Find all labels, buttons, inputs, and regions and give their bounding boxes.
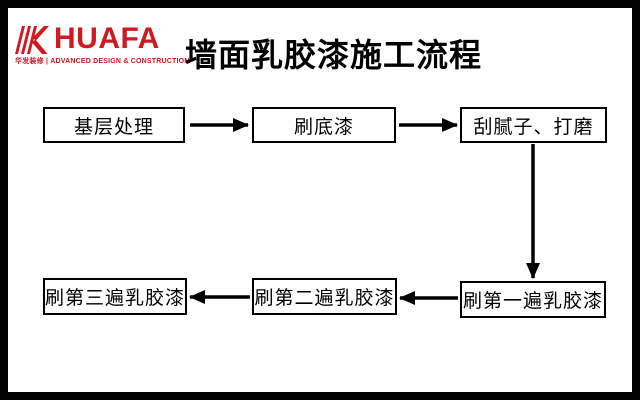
huafa-logo: HUAFA 华发装修 | ADVANCED DESIGN & CONSTRUCT… xyxy=(15,14,190,69)
flow-node-label: 基层处理 xyxy=(73,116,154,138)
brand-tagline: 华发装修 | ADVANCED DESIGN & CONSTRUCTION xyxy=(15,58,190,65)
flow-node-third-coat: 刷第三遍乳胶漆 xyxy=(43,278,187,315)
huafa-k-icon xyxy=(15,26,49,54)
flow-node-label: 刷底漆 xyxy=(293,116,354,138)
flow-node-label: 刷第三遍乳胶漆 xyxy=(45,288,186,309)
flow-node-putty-sanding: 刮腻子、打磨 xyxy=(460,107,607,143)
flow-node-label: 刷第二遍乳胶漆 xyxy=(254,288,395,309)
flow-node-second-coat: 刷第二遍乳胶漆 xyxy=(252,278,397,315)
flow-node-label: 刮腻子、打磨 xyxy=(473,116,594,138)
brand-name: HUAFA xyxy=(54,22,160,55)
flow-node-label: 刷第一遍乳胶漆 xyxy=(462,291,603,312)
flow-node-base-treatment: 基层处理 xyxy=(43,107,185,143)
flow-node-first-coat: 刷第一遍乳胶漆 xyxy=(460,281,606,318)
flow-node-primer: 刷底漆 xyxy=(252,107,396,143)
page-title: 墙面乳胶漆施工流程 xyxy=(185,37,483,73)
